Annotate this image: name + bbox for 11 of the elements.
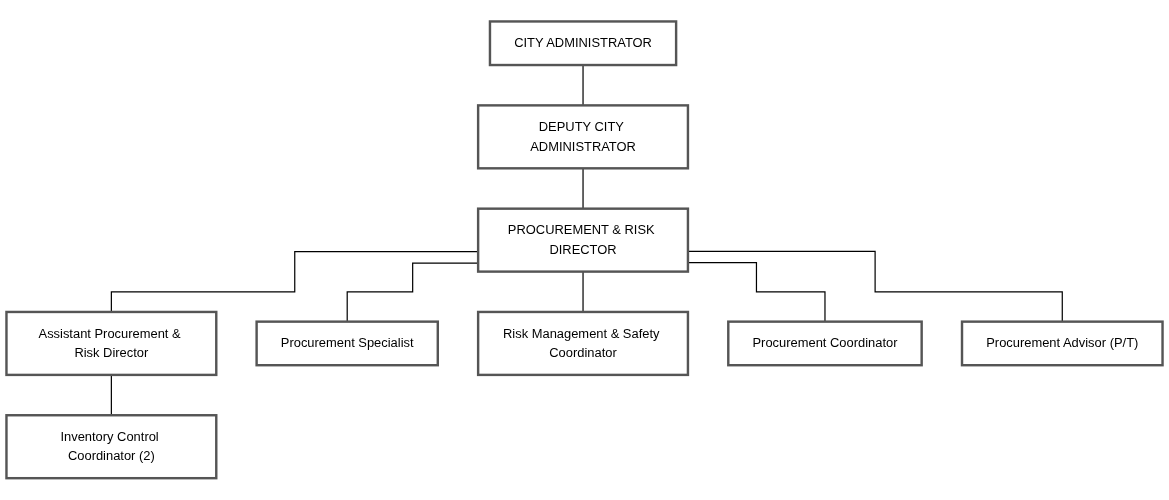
node-box: Assistant Procurement & Risk Director (5, 310, 218, 377)
node-box: PROCUREMENT & RISK DIRECTOR (476, 207, 690, 273)
node-box: Procurement Coordinator (727, 320, 923, 367)
node-box: CITY ADMINISTRATOR (488, 20, 678, 67)
node-box: Risk Management & Safety Coordinator (476, 310, 690, 377)
connector (110, 251, 479, 313)
node-box: Procurement Advisor (P/T) (960, 320, 1164, 367)
node-box: Procurement Specialist (255, 320, 439, 367)
node-box: Inventory Control Coordinator (2) (5, 414, 218, 480)
connector (582, 271, 584, 313)
node-box: DEPUTY CITY ADMINISTRATOR (476, 104, 690, 170)
